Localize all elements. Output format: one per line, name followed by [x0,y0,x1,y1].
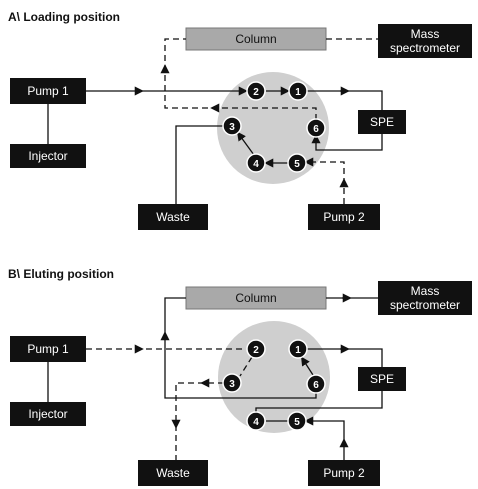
panel-b-pump2 [308,460,380,486]
panel-b-mass-spectrometer [378,281,472,315]
panel-a-injector-label: Injector [28,149,67,163]
panel-b-column-label: Column [235,291,276,305]
panel-b-p2-p3 [239,356,253,377]
panel-a-spe [358,110,406,134]
panel-b-port-6-label: 6 [313,380,319,391]
panel-b-injector-label: Injector [28,407,67,421]
panel-b-spe [358,367,406,391]
panel-a-injector [10,144,86,168]
panel-b-pump1 [10,336,86,362]
panel-b-port-3: 3 [222,373,242,393]
panel-a-waste-label: Waste [156,210,190,224]
panel-b-port-1: 1 [288,339,308,359]
panel-b-port-4: 4 [246,411,266,431]
panel-b-port-2-label: 2 [253,345,259,356]
panel-a-port-1: 1 [288,81,308,101]
panel-a-p1-spe [307,90,383,110]
panel-b-port-2: 2 [246,339,266,359]
panel-b-pump2-label: Pump 2 [323,466,365,480]
panel-a-mass-spectrometer [378,24,472,58]
panel-b-pump2-p5 [304,416,345,460]
panel-b-p1-spe [307,348,383,367]
panel-a-port-2: 2 [246,81,266,101]
panel-a-pump2 [308,204,380,230]
panel-a-spe-p6 [311,134,383,151]
panel-b-pump1-label: Pump 1 [27,342,69,356]
panel-a-waste [138,204,208,230]
panel-b-port-4-label: 4 [253,417,259,428]
panel-a-port-1-label: 1 [295,87,301,98]
panel-a-pump2-p5 [304,157,345,204]
panel-a-mass-label-2: spectrometer [390,41,460,55]
panel-b-p6-p1 [301,356,314,376]
panel-b-waste-label: Waste [156,466,190,480]
panel-a-port-3-label: 3 [229,122,235,133]
panel-a: A\ Loading position Column Mass spectrom… [8,10,472,230]
panel-a-p4-p3 [236,131,255,156]
panel-a-pump1-label: Pump 1 [27,84,69,98]
panel-b: B\ Eluting position Column Mass spectrom… [8,267,472,486]
panel-a-port-2-label: 2 [253,87,259,98]
panel-b-port-5-label: 5 [294,417,300,428]
panel-a-port-5: 5 [287,153,307,173]
panel-a-column-label: Column [235,32,276,46]
panel-b-p6-column [164,297,317,399]
panel-b-injector [10,402,86,426]
panel-b-mass-label-1: Mass [411,284,440,298]
panel-a-pump1 [10,78,86,104]
panel-a-mass-label-1: Mass [411,27,440,41]
panel-b-p3-waste [175,382,224,460]
panel-b-spe-p4 [255,391,383,413]
panel-a-port-4-label: 4 [253,159,259,170]
panel-a-port-4: 4 [246,153,266,173]
panel-a-port-6-label: 6 [313,124,319,135]
panel-a-p3-waste [175,125,224,204]
panel-a-port-6: 6 [306,118,326,138]
panel-b-port-5: 5 [287,411,307,431]
panel-b-port-6: 6 [306,374,326,394]
panel-b-waste [138,460,208,486]
panel-b-port-3-label: 3 [229,379,235,390]
panel-b-title: B\ Eluting position [8,267,114,281]
panel-b-spe-label: SPE [370,372,394,386]
panel-a-port-3: 3 [222,116,242,136]
panel-b-port-1-label: 1 [295,345,301,356]
panel-b-mass-label-2: spectrometer [390,298,460,312]
panel-a-pump2-label: Pump 2 [323,210,365,224]
panel-a-p6-column [164,38,317,120]
panel-a-title: A\ Loading position [8,10,120,24]
panel-a-spe-label: SPE [370,115,394,129]
panel-a-port-5-label: 5 [294,159,300,170]
